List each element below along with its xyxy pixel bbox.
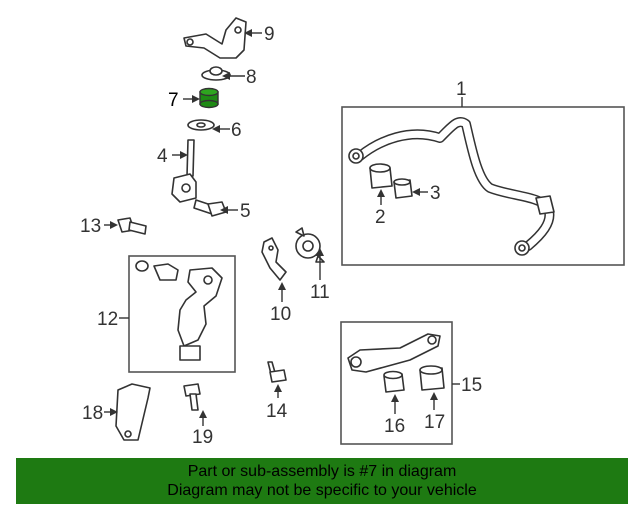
part-5-bolt[interactable] <box>193 199 227 217</box>
callout-1[interactable]: 1 <box>456 79 467 100</box>
group-box-control-link <box>340 321 453 445</box>
callout-11[interactable]: 11 <box>310 282 330 303</box>
part-18-bracket-plate[interactable] <box>115 383 151 441</box>
group-box-height-sensor <box>128 255 236 373</box>
callout-4[interactable]: 4 <box>157 146 168 167</box>
callout-10[interactable]: 10 <box>270 304 291 325</box>
exploded-parts-diagram: 9 8 7 6 4 5 13 12 10 11 1 2 3 14 15 16 1… <box>80 17 625 448</box>
callout-19[interactable]: 19 <box>192 427 213 448</box>
part-14-bolt[interactable] <box>267 361 287 383</box>
callout-5[interactable]: 5 <box>240 201 251 222</box>
part-9-bracket[interactable] <box>183 17 247 59</box>
callout-15[interactable]: 15 <box>461 375 482 396</box>
callout-17[interactable]: 17 <box>424 412 445 433</box>
banner-line-disclaimer: Diagram may not be specific to your vehi… <box>167 482 477 499</box>
callout-9[interactable]: 9 <box>264 24 275 45</box>
part-10-bracket[interactable] <box>261 237 287 281</box>
part-8-retainer[interactable] <box>201 66 231 81</box>
callout-12[interactable]: 12 <box>97 309 118 330</box>
callout-14[interactable]: 14 <box>266 401 288 422</box>
part-6-washer[interactable] <box>187 119 215 131</box>
part-16-bushing[interactable] <box>383 370 405 393</box>
callout-7[interactable]: 7 <box>168 90 179 111</box>
callout-3[interactable]: 3 <box>430 183 441 204</box>
part-7-bushing-highlighted[interactable] <box>199 87 219 109</box>
callout-18[interactable]: 18 <box>82 403 103 424</box>
banner-line-part-info: Part or sub-assembly is #7 in diagram <box>187 463 457 480</box>
callout-8[interactable]: 8 <box>246 67 257 88</box>
part-info-banner: Part or sub-assembly is #7 in diagram Di… <box>16 458 628 504</box>
callout-16[interactable]: 16 <box>384 416 405 437</box>
callout-13[interactable]: 13 <box>80 216 101 237</box>
part-11-clip[interactable] <box>295 227 325 263</box>
part-3-bushing[interactable] <box>393 178 413 199</box>
group-box-stabilizer-bar <box>341 106 625 266</box>
part-17-bushing[interactable] <box>419 365 445 391</box>
part-2-bushing[interactable] <box>369 163 393 189</box>
part-19-bolt[interactable] <box>183 383 201 411</box>
part-4-link-rod[interactable] <box>171 139 197 203</box>
callout-6[interactable]: 6 <box>231 120 242 141</box>
part-12-height-sensor[interactable] <box>135 260 223 361</box>
callout-2[interactable]: 2 <box>375 207 386 228</box>
part-1-stabilizer-bar[interactable] <box>348 117 555 256</box>
part-13-bolt[interactable] <box>117 217 147 235</box>
part-15-control-link[interactable] <box>347 333 441 373</box>
leader-lines <box>104 29 463 426</box>
